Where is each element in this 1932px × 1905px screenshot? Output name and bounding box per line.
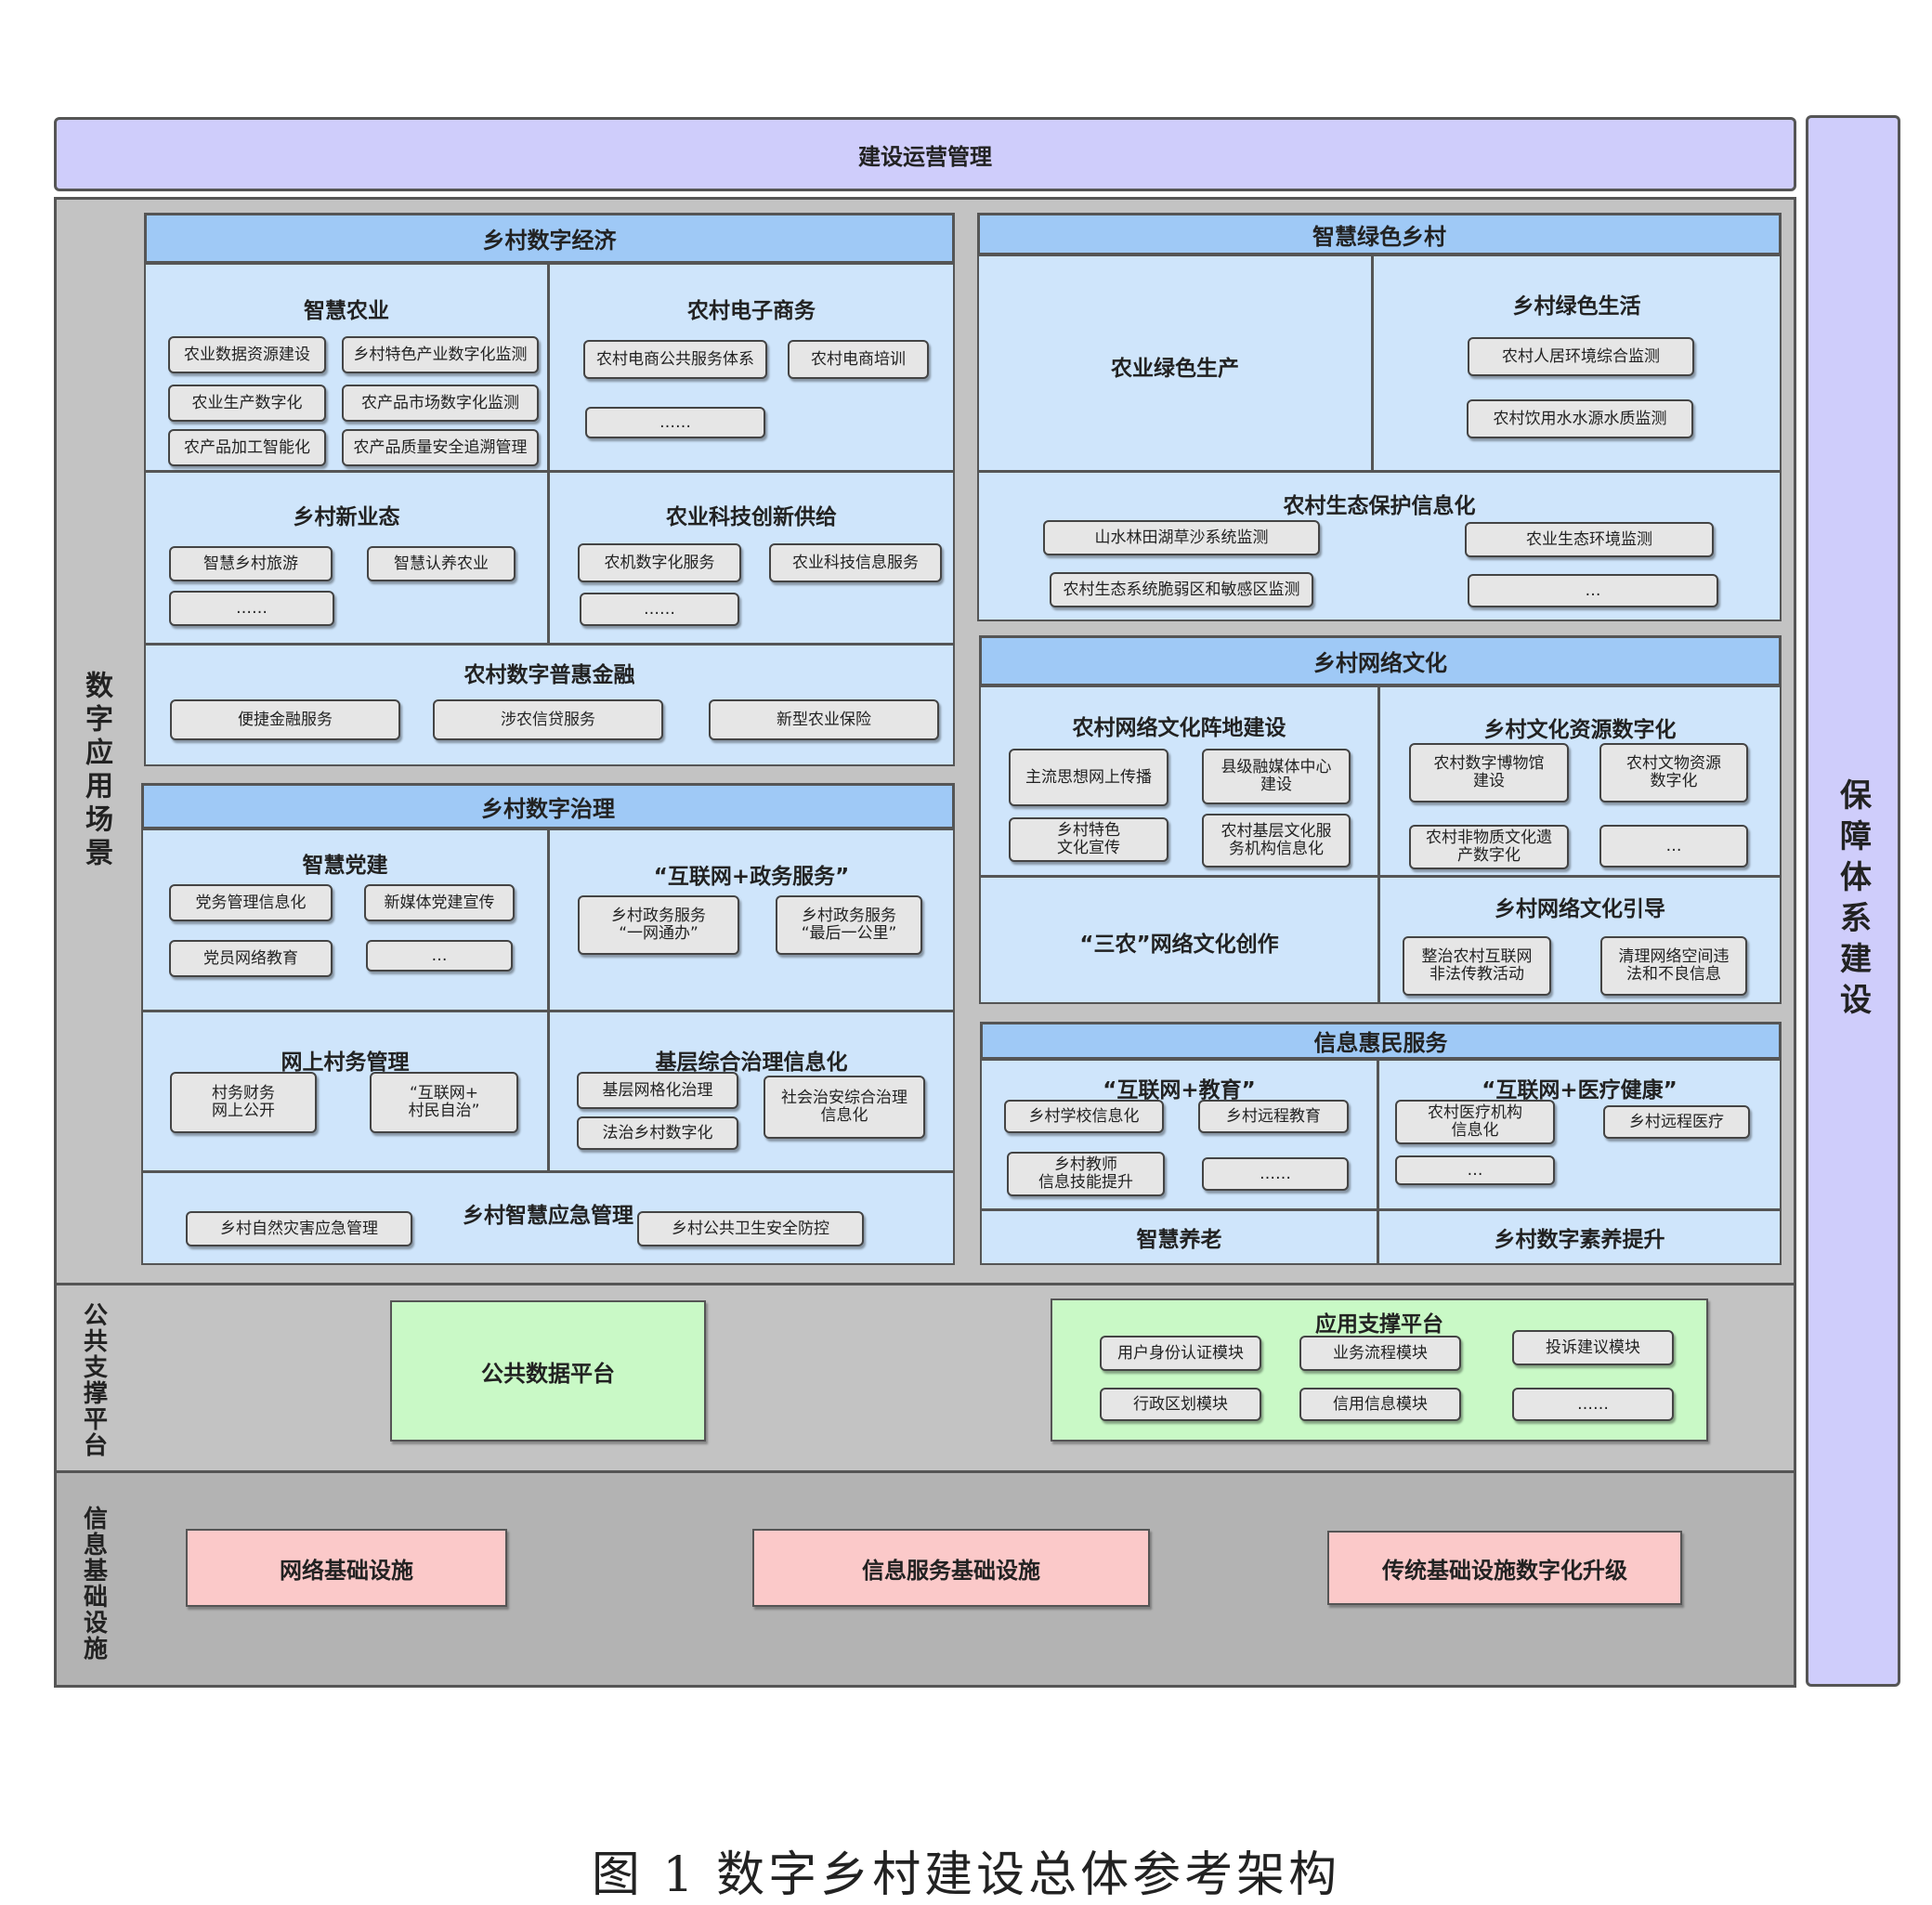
box-relics-digital: 农村文物资源 数字化: [1599, 743, 1748, 802]
figure-caption: 图 1 数字乡村建设总体参考架构: [591, 1846, 1341, 1903]
box-workflow: 业务流程模块: [1299, 1336, 1461, 1371]
box-living-env-monitor: 农村人居环境综合监测: [1468, 337, 1694, 376]
box-local-culture: 乡村特色 文化宣传: [1009, 817, 1168, 862]
box-complaint: 投诉建议模块: [1512, 1330, 1674, 1365]
box-health-more: …: [1395, 1155, 1555, 1185]
box-intangible-heritage: 农村非物质文化遗 产数字化: [1409, 825, 1569, 869]
box-finance-public: 村务财务 网上公开: [170, 1072, 317, 1133]
box-convenient-finance: 便捷金融服务: [170, 699, 400, 740]
box-agri-eco-monitor: 农业生态环境监测: [1465, 522, 1714, 557]
box-admin-division: 行政区划模块: [1100, 1388, 1261, 1421]
box-culture-institutions: 农村基层文化服 务机构信息化: [1202, 814, 1351, 868]
section-green-village-header: 智慧绿色乡村: [977, 213, 1782, 255]
cell-title: 乡村绿色生活: [1512, 294, 1641, 319]
cell-smart-elderly: 智慧养老: [980, 1209, 1378, 1265]
box-party-more: …: [366, 940, 513, 972]
layer-label-infra: 信息基础设施: [79, 1506, 108, 1662]
box-disaster-emergency: 乡村自然灾害应急管理: [186, 1211, 412, 1246]
box-one-network: 乡村政务服务 “一网通办”: [578, 895, 739, 955]
box-fragile-zone-monitor: 农村生态系统脆弱区和敏感区监测: [1050, 572, 1313, 607]
box-school-info: 乡村学校信息化: [1004, 1100, 1164, 1133]
box-ecom-more: ……: [585, 407, 765, 438]
network-infrastructure: 网络基础设施: [186, 1529, 507, 1607]
box-water-monitor: 农村饮用水水源水质监测: [1467, 399, 1693, 438]
box-remote-medical: 乡村远程医疗: [1603, 1105, 1750, 1139]
box-public-health: 乡村公共卫生安全防控: [637, 1211, 864, 1246]
guarantee-system-label: 保障体系建设: [1834, 778, 1872, 1024]
green-production-label: 农业绿色生产: [1111, 357, 1239, 381]
box-industry-monitor: 乡村特色产业数字化监测: [342, 336, 539, 373]
app-support-title: 应用支撑平台: [1315, 1312, 1443, 1337]
box-digital-museum: 农村数字博物馆 建设: [1409, 743, 1569, 802]
cell-title: 乡村网络文化引导: [1495, 897, 1665, 921]
box-smart-tourism: 智慧乡村旅游: [169, 546, 333, 581]
cell-title: “互联网+教育”: [1103, 1078, 1256, 1103]
layer-label-support: 公共支撑平台: [79, 1302, 108, 1458]
box-eco-more: …: [1468, 574, 1718, 607]
cell-title: 农村电子商务: [687, 299, 816, 323]
cell-title: 网上村务管理: [281, 1050, 410, 1075]
box-grid-governance: 基层网格化治理: [577, 1072, 738, 1109]
box-medical-info: 农村医疗机构 信息化: [1395, 1100, 1555, 1144]
cell-title: 农村网络文化阵地建设: [1072, 716, 1286, 740]
public-data-platform: 公共数据平台: [390, 1300, 706, 1442]
section-digital-economy-header: 乡村数字经济: [144, 213, 955, 264]
box-party-media: 新媒体党建宣传: [364, 884, 515, 921]
traditional-infra-upgrade: 传统基础设施数字化升级: [1327, 1531, 1682, 1605]
box-party-education: 党员网络教育: [169, 940, 333, 977]
cell-digital-literacy: 乡村数字素养提升: [1377, 1209, 1782, 1265]
box-mainstream-thought: 主流思想网上传播: [1009, 749, 1168, 806]
box-self-governance: “互联网+ 村民自治”: [370, 1072, 518, 1133]
box-credit-info: 信用信息模块: [1299, 1388, 1461, 1421]
box-market-monitor: 农产品市场数字化监测: [342, 385, 539, 422]
section-info-welfare-header: 信息惠民服务: [980, 1022, 1782, 1060]
cell-title: 智慧农业: [304, 299, 389, 323]
box-newbiz-more: ……: [169, 591, 334, 626]
box-agri-data: 农业数据资源建设: [168, 336, 326, 373]
box-resources-more: …: [1599, 825, 1748, 868]
cell-title: 农业科技创新供给: [666, 505, 837, 529]
layer-label-app: 数字应用场景: [80, 671, 112, 871]
box-last-mile: 乡村政务服务 “最后一公里”: [776, 895, 922, 955]
box-county-media: 县级融媒体中心 建设: [1202, 749, 1351, 804]
info-service-infrastructure: 信息服务基础设施: [752, 1529, 1150, 1607]
cell-title: 乡村新业态: [293, 505, 400, 529]
box-smart-adoption: 智慧认养农业: [367, 546, 516, 581]
cell-green-production: [977, 254, 1373, 472]
cell-title: 农村数字普惠金融: [463, 663, 635, 687]
cell-title: “互联网+医疗健康”: [1482, 1078, 1677, 1103]
box-agri-insurance: 新型农业保险: [709, 699, 939, 740]
cell-title: 农村生态保护信息化: [1283, 494, 1476, 518]
box-ecom-training: 农村电商培训: [788, 340, 929, 379]
construction-operation-bar: 建设运营管理: [54, 117, 1796, 191]
guarantee-system-bar: 保障体系建设: [1806, 115, 1900, 1687]
box-public-security: 社会治安综合治理 信息化: [764, 1076, 925, 1139]
section-network-culture-header: 乡村网络文化: [979, 635, 1782, 686]
cell-title: “互联网+政务服务”: [653, 865, 850, 889]
box-ecom-public: 农村电商公共服务体系: [583, 340, 767, 379]
box-identity-auth: 用户身份认证模块: [1100, 1336, 1261, 1371]
box-illegal-preaching: 整治农村互联网 非法传教活动: [1403, 936, 1551, 996]
box-quality-trace: 农产品质量安全追溯管理: [342, 429, 539, 466]
box-teacher-skills: 乡村教师 信息技能提升: [1007, 1152, 1165, 1196]
cell-title: 乡村文化资源数字化: [1483, 718, 1677, 742]
section-digital-governance-header: 乡村数字治理: [141, 783, 955, 829]
box-tech-info: 农业科技信息服务: [769, 543, 942, 582]
cell-title: 乡村智慧应急管理: [463, 1204, 633, 1228]
box-processing-smart: 农产品加工智能化: [168, 429, 326, 466]
box-support-more: ……: [1512, 1388, 1674, 1421]
cell-title: 智慧党建: [302, 854, 388, 878]
box-tech-more: ……: [580, 593, 739, 626]
box-rule-of-law: 法治乡村数字化: [577, 1116, 738, 1150]
cell-title: 基层综合治理信息化: [655, 1050, 848, 1075]
box-clean-cyberspace: 清理网络空间违 法和不良信息: [1600, 936, 1747, 996]
box-education-more: ……: [1202, 1157, 1349, 1191]
box-machinery-digital: 农机数字化服务: [578, 543, 741, 582]
box-production-digital: 农业生产数字化: [168, 385, 326, 422]
box-party-affairs: 党务管理信息化: [169, 884, 333, 921]
box-landscape-monitor: 山水林田湖草沙系统监测: [1043, 520, 1320, 555]
box-remote-education: 乡村远程教育: [1198, 1100, 1349, 1133]
sannong-creation-label: “三农”网络文化创作: [1079, 933, 1279, 957]
box-agri-credit: 涉农信贷服务: [433, 699, 663, 740]
